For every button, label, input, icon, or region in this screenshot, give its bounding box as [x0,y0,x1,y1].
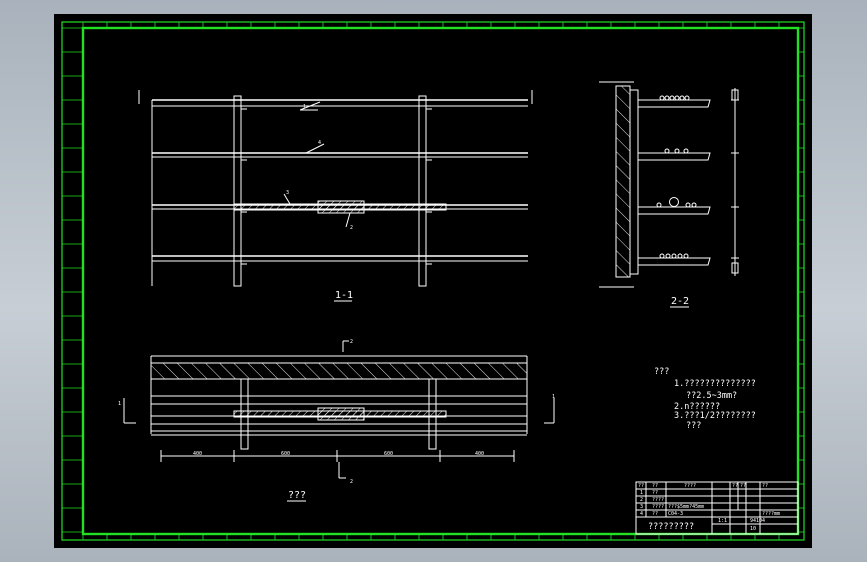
tb-sheet-no: 94104 [750,518,765,524]
tb-row-1-name: ?? [652,490,658,496]
dimension-0: 400 [193,451,202,457]
tb-count: 10 [750,526,756,532]
tb-row-4-name: ?? [652,511,658,517]
frame-ticks [62,22,804,540]
sheet-frame [61,21,805,541]
tb-header-4: ?? [740,483,746,489]
plan-view: 2 2 1 1 400 600 600 400 [118,339,555,502]
tb-unit: ????mm [762,511,780,517]
section-2-2-view: 2-2 [599,81,739,308]
note-line-5: ??? [686,421,701,431]
tb-project: ????????? [648,522,694,532]
section-2-2-label: 2-2 [671,296,689,307]
callout-2: 2 [350,225,353,231]
note-line-3: 2.n?????? [674,402,720,412]
cut-marker-1-left: 1 [118,401,121,407]
drawing-canvas: 1 4 3 2 1-1 [61,21,805,541]
section-1-1-view: 1 4 3 2 1-1 [138,90,533,302]
tb-row-4-spec: C04-3 [668,511,683,517]
tb-header-5: ?? [762,483,768,489]
tb-header-3: ?? [732,483,738,489]
note-line-4: 3.???1/2???????? [674,411,756,421]
tb-row-2-no: 2 [640,497,643,503]
dimension-2: 600 [384,451,393,457]
dimension-3: 400 [475,451,484,457]
section-1-1-label: 1-1 [335,290,353,301]
tb-header-2: ???? [684,483,696,489]
cut-marker-1-right: 1 [552,394,555,400]
note-line-1: 1.?????????????? [674,379,756,389]
drawing-sheet: 1 4 3 2 1-1 [54,14,812,548]
dimension-1: 600 [281,451,290,457]
technical-notes: ??? 1.?????????????? ??2.5~3mm? 2.n?????… [654,367,756,431]
tb-row-3-spec: ???$5mm?45mm [668,504,704,510]
note-line-2: ??2.5~3mm? [686,391,737,401]
cut-marker-2-bottom: 2 [350,479,353,485]
tb-header-1: ?? [652,483,658,489]
tb-scale: 1:1 [718,518,727,524]
cable-circles [656,95,697,259]
tb-row-3-name: ???? [652,504,664,510]
callout-1: 1 [303,104,306,110]
tb-header-0: ?? [638,483,644,489]
tray-arm [638,99,711,266]
title-block-text: ?? ?? ???? ?? ?? ?? 1 ?? 2 ???? 3 ???? ?… [638,483,780,532]
tb-row-1-no: 1 [640,490,643,496]
callout-4: 4 [318,140,321,146]
title-block: ?? ?? ???? ?? ?? ?? 1 ?? 2 ???? 3 ???? ?… [635,481,799,535]
cut-marker-2-top: 2 [350,339,353,345]
notes-heading: ??? [654,367,669,377]
tb-row-2-name: ???? [652,497,664,503]
tb-row-4-no: 4 [640,511,643,517]
tb-row-3-no: 3 [640,504,643,510]
plan-view-label: ??? [288,490,306,501]
callout-3: 3 [286,190,289,196]
